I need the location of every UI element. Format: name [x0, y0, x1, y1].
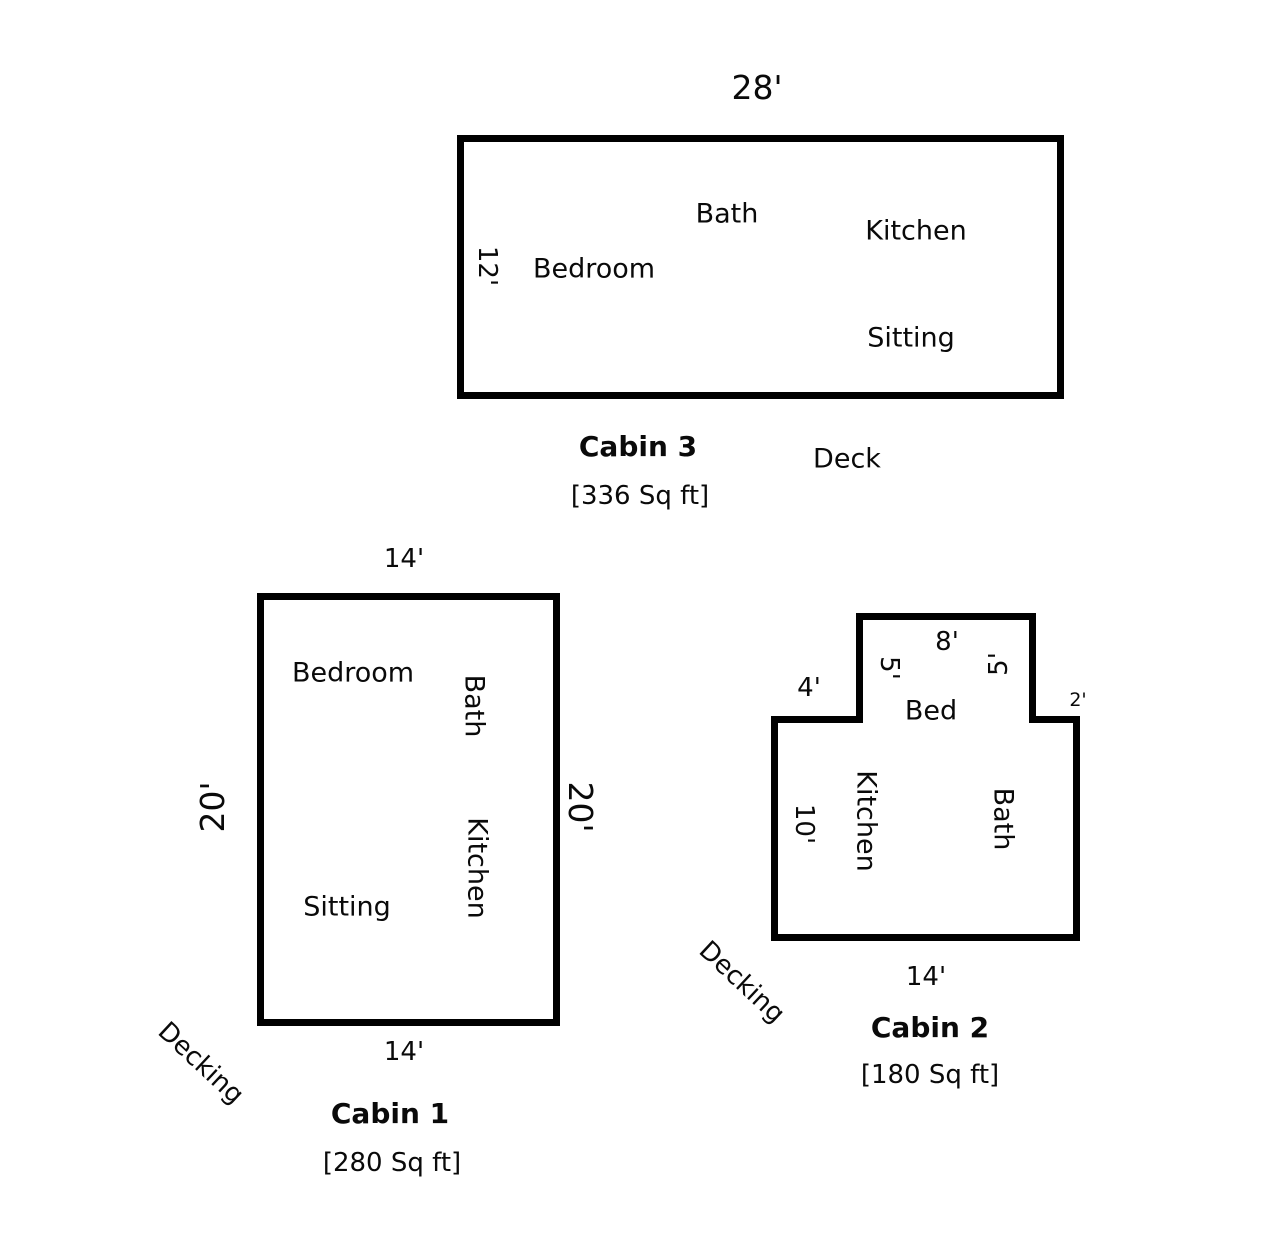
cabin3-room-bath: Bath [695, 198, 759, 230]
cabin3-room-bedroom: Bedroom [532, 253, 656, 285]
cabin2-bottom-width-dimension: 14' [905, 962, 947, 993]
cabin3-deck-label: Deck [813, 443, 881, 475]
cabin2-decking-label: Decking [692, 935, 791, 1030]
cabin1-decking-label: Decking [151, 1016, 250, 1111]
cabin1-title: Cabin 1 [330, 1096, 450, 1130]
cabin2-right-segment-dimension: 2' [1069, 689, 1087, 712]
cabin3-title: Cabin 3 [578, 429, 698, 463]
cabin3-outline [457, 135, 1064, 399]
cabin1-area-label: [280 Sq ft] [322, 1148, 462, 1179]
cabin2-notch-right-dimension: 5' [984, 652, 1015, 676]
cabin2-room-bath: Bath [987, 787, 1019, 851]
cabin2-room-kitchen: Kitchen [850, 770, 882, 872]
cabin1-top-width-dimension: 14' [383, 544, 425, 575]
cabin1-room-bath: Bath [458, 674, 490, 738]
cabin2-area-label: [180 Sq ft] [860, 1060, 1000, 1091]
cabin1-room-kitchen: Kitchen [461, 817, 493, 919]
cabin1-room-sitting: Sitting [303, 891, 391, 923]
cabin3-room-sitting: Sitting [867, 322, 955, 354]
cabin2-left-height-dimension: 10' [788, 803, 819, 845]
cabin3-area-label: [336 Sq ft] [570, 481, 710, 512]
cabin2-room-bed: Bed [904, 695, 958, 727]
cabin3-height-dimension: 12' [471, 245, 502, 287]
cabin1-right-height-dimension: 20' [560, 781, 600, 833]
cabin1-bottom-width-dimension: 14' [383, 1037, 425, 1068]
cabin3-room-kitchen: Kitchen [865, 215, 967, 247]
cabin2-notch-left-dimension: 5' [873, 656, 904, 680]
cabin2-left-segment-dimension: 4' [797, 673, 821, 704]
cabin1-left-height-dimension: 20' [193, 781, 233, 833]
cabin3-width-dimension: 28' [731, 68, 783, 108]
cabin1-room-bedroom: Bedroom [291, 657, 415, 689]
cabin1-outline [257, 593, 560, 1026]
cabin2-outline [771, 613, 1080, 941]
cabin2-notch-top-dimension: 8' [935, 627, 959, 658]
cabin2-title: Cabin 2 [870, 1010, 990, 1044]
